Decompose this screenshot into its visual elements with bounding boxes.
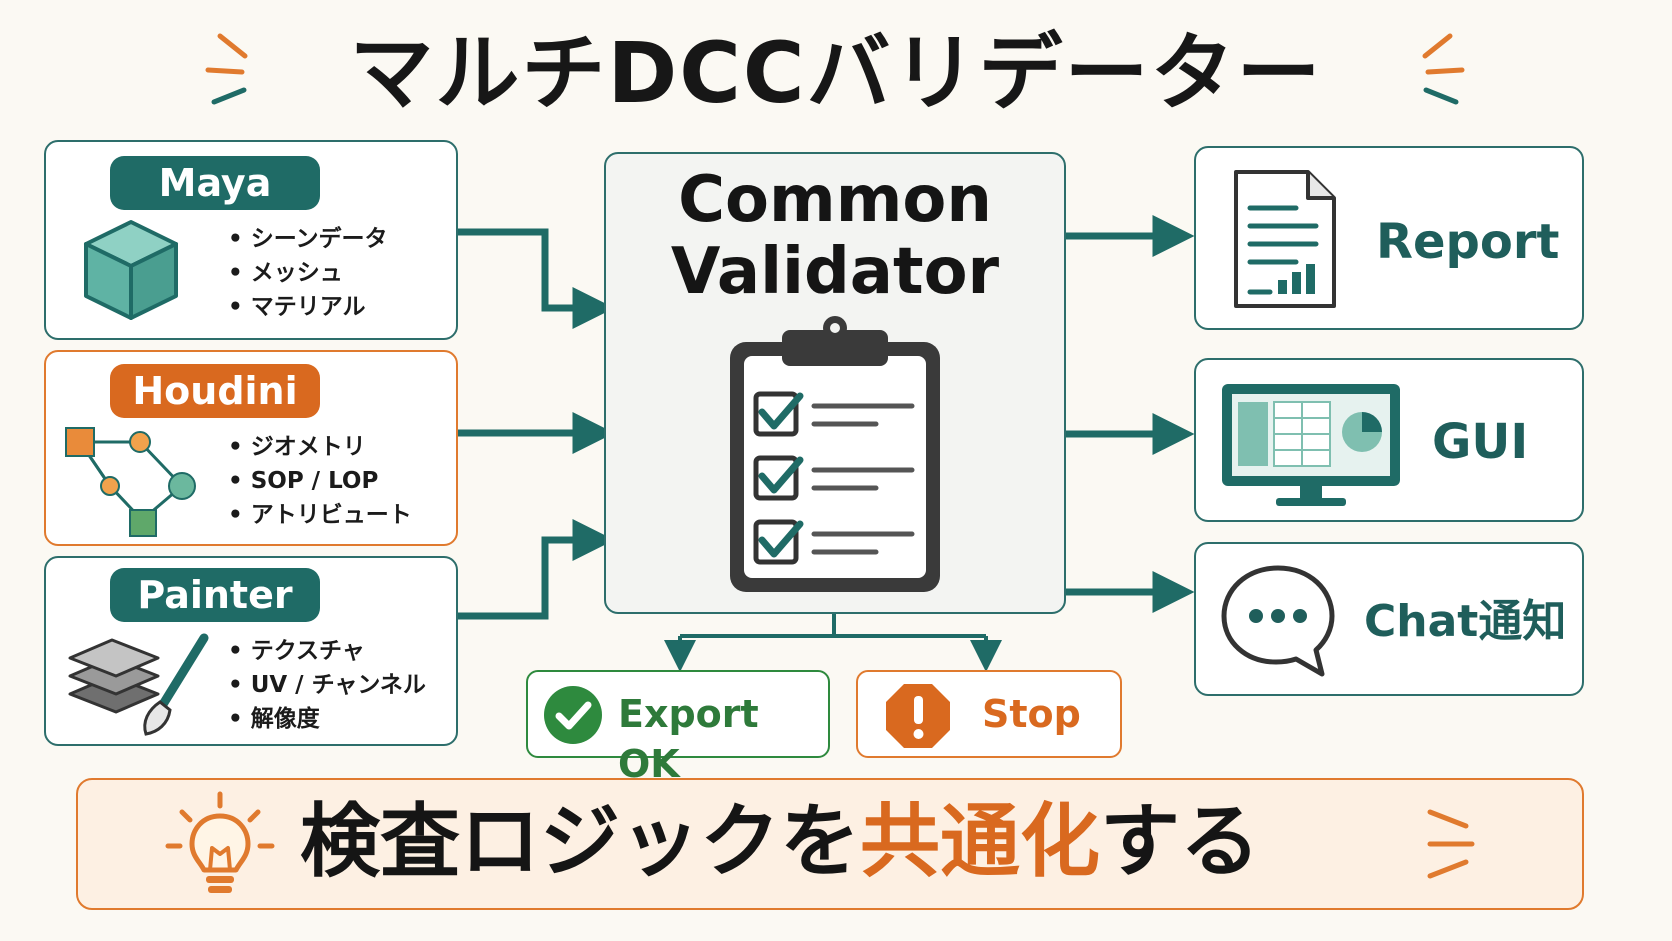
- source-label-maya: Maya: [110, 156, 320, 210]
- list-item: マテリアル: [228, 290, 388, 324]
- validator-title: Common Validator: [604, 164, 1066, 308]
- slogan-spark-icon: [1427, 809, 1475, 879]
- houdini-list: ジオメトリ SOP / LOP アトリビュート: [228, 430, 412, 532]
- painter-list: テクスチャ UV / チャンネル 解像度: [228, 634, 426, 736]
- chat-bubble-icon: [1221, 565, 1335, 677]
- stop-box: Stop: [856, 670, 1122, 758]
- list-item: シーンデータ: [228, 222, 388, 256]
- clipboard-icon: [730, 316, 940, 592]
- checklist-rows: [753, 391, 915, 565]
- list-item: SOP / LOP: [228, 464, 412, 498]
- page-title: マルチDCCバリデーター: [349, 24, 1323, 122]
- slogan-part-before: 検査ロジックを: [300, 795, 860, 888]
- left-spark-icon: [205, 33, 248, 105]
- report-document-icon: [1234, 170, 1336, 308]
- list-item: テクスチャ: [228, 634, 426, 668]
- stop-label: Stop: [982, 692, 1081, 736]
- slogan-text: 検査ロジックを共通化する: [300, 792, 1260, 892]
- stop-octagon-icon: [886, 684, 950, 748]
- list-item: メッシュ: [228, 256, 388, 290]
- slogan-box: [76, 778, 1584, 910]
- validator-title-line1: Common: [678, 163, 992, 237]
- node-graph-icon: [65, 427, 196, 537]
- right-spark-icon: [1422, 33, 1465, 105]
- list-item: ジオメトリ: [228, 430, 412, 464]
- monitor-icon: [1222, 384, 1400, 506]
- output-label-gui: GUI: [1432, 414, 1529, 470]
- arrow-painter: [458, 519, 615, 620]
- export-ok-box: Export OK: [526, 670, 830, 786]
- source-label-painter: Painter: [110, 568, 320, 622]
- list-item: UV / チャンネル: [228, 668, 426, 702]
- slogan-part-after: する: [1100, 795, 1260, 888]
- arrow-maya: [458, 228, 615, 329]
- validator-title-line2: Validator: [670, 235, 1000, 309]
- export-ok-label: Export OK: [618, 692, 759, 786]
- slogan-highlight: 共通化: [860, 795, 1100, 888]
- check-circle-icon: [544, 686, 602, 744]
- output-label-report: Report: [1376, 214, 1560, 270]
- lightbulb-icon: [165, 791, 275, 893]
- list-item: 解像度: [228, 702, 426, 736]
- maya-list: シーンデータ メッシュ マテリアル: [228, 222, 388, 324]
- source-label-houdini: Houdini: [110, 364, 320, 418]
- list-item: アトリビュート: [228, 498, 412, 532]
- output-label-chat: Chat通知: [1364, 596, 1567, 647]
- cube-icon: [84, 220, 178, 320]
- layers-brush-icon: [68, 633, 209, 736]
